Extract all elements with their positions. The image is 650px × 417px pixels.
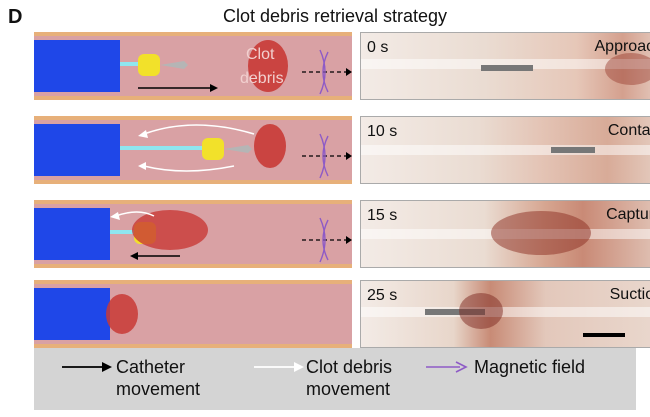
- stage-label: Suction: [609, 286, 650, 303]
- photo-content: [361, 53, 650, 85]
- figure-title: Clot debris retrieval strategy: [222, 6, 448, 26]
- photo-time: 25 s: [367, 287, 398, 304]
- clot: [132, 210, 208, 250]
- catheter-arrow-icon: [62, 362, 112, 372]
- clot-debris-arrow-icon: [254, 362, 304, 372]
- stage-label: Contact: [607, 122, 650, 139]
- legend-catheter-line1: Catheter: [116, 357, 186, 377]
- panel-letter: D: [8, 6, 23, 28]
- photo-suction: 25 s Suction: [360, 280, 650, 348]
- schematic-capture: [34, 200, 352, 268]
- row-contact: 10 s Contact: [34, 116, 650, 184]
- photo-content: [361, 211, 650, 255]
- row-capture: 15 s Capture: [34, 200, 650, 268]
- magnetic-field-arrow-icon: [426, 361, 468, 373]
- stage-label: Capture: [606, 206, 650, 223]
- catheter: [34, 288, 110, 340]
- drill-tip: [224, 145, 252, 153]
- legend-clot-line1: Clot debris: [306, 357, 393, 377]
- clot: [254, 124, 286, 168]
- schematic-approach: [34, 32, 352, 100]
- schematic-suction: [34, 280, 352, 348]
- schematic-contact: [34, 116, 352, 184]
- photo-content: [361, 145, 650, 155]
- legend-catheter: Catheter movement: [116, 356, 200, 400]
- photo-time: 10 s: [367, 123, 398, 140]
- catheter: [34, 208, 110, 260]
- clot: [106, 294, 138, 334]
- catheter: [34, 124, 120, 176]
- magnet-head: [138, 54, 160, 76]
- photo-capture: 15 s Capture: [360, 200, 650, 268]
- drill-tip: [160, 61, 188, 69]
- row-approach: Clot debris 0 s Approach: [34, 32, 650, 100]
- photo-time: 0 s: [367, 39, 389, 56]
- stage-label: Approach: [594, 38, 650, 55]
- photo-contact: 10 s Contact: [360, 116, 650, 184]
- scale-bar: [583, 333, 625, 337]
- debris-label: debris: [240, 70, 284, 87]
- magnet-head: [202, 138, 224, 160]
- catheter: [34, 40, 120, 92]
- legend: Catheter movement Clot debris movement M…: [34, 348, 636, 410]
- legend-magnetic-line1: Magnetic field: [474, 357, 586, 377]
- legend-clot-debris: Clot debris movement: [306, 356, 392, 400]
- legend-clot-line2: movement: [306, 379, 391, 399]
- photo-approach: 0 s Approach: [360, 32, 650, 100]
- photo-time: 15 s: [367, 207, 398, 224]
- row-suction: 25 s Suction: [34, 280, 650, 348]
- legend-catheter-line2: movement: [116, 379, 201, 399]
- clot: [248, 40, 288, 92]
- photo-content: [361, 293, 650, 337]
- legend-magnetic-field: Magnetic field: [474, 356, 585, 378]
- clot-label: Clot: [246, 46, 275, 63]
